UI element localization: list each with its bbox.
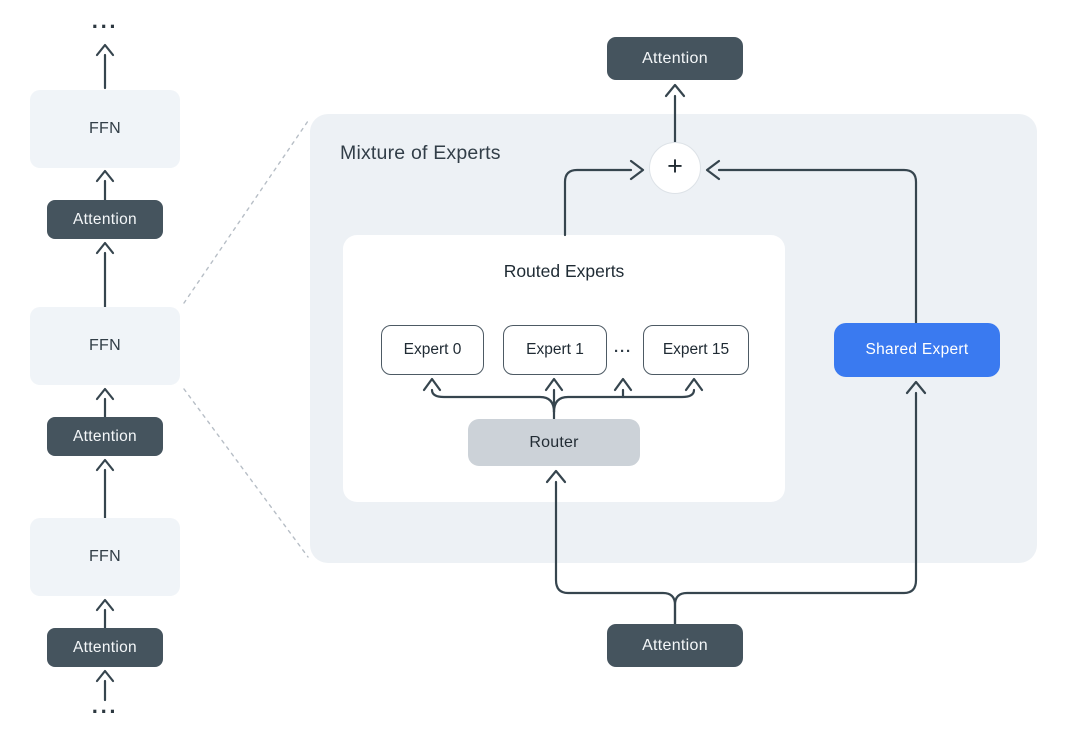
expert-label: Expert 15: [662, 341, 730, 358]
zoom-guide-dashed-lines: [183, 120, 309, 558]
attention-to-router-arrow: [545, 469, 677, 626]
sum-node: +: [649, 142, 701, 194]
routed-experts-title: Routed Experts: [503, 260, 625, 281]
attention-box: Attention: [47, 200, 163, 239]
ffn-box-expanded: FFN: [30, 307, 180, 385]
experts-ellipsis: ···: [614, 342, 632, 360]
expert-label: Expert 0: [403, 341, 462, 358]
sum-to-attention-arrow: [664, 83, 686, 144]
attention-label: Attention: [73, 638, 137, 656]
attention-box: Attention: [47, 417, 163, 456]
ffn-label: FFN: [88, 337, 121, 354]
expert-15-box: Expert 15: [643, 325, 749, 375]
attention-label: Attention: [642, 636, 708, 654]
stack-continuation-ellipsis-top: ···: [91, 14, 119, 39]
router-box: Router: [468, 419, 640, 466]
attention-label: Attention: [73, 210, 137, 228]
ffn-label: FFN: [88, 120, 121, 137]
ffn-label: FFN: [88, 548, 121, 565]
attention-label: Attention: [642, 49, 708, 67]
stack-continuation-ellipsis-bottom: ···: [91, 699, 119, 724]
attention-box: Attention: [47, 628, 163, 667]
attention-input-box: Attention: [607, 624, 743, 667]
shared-expert-label: Shared Expert: [865, 341, 969, 358]
routed-to-sum-arrow: [563, 159, 645, 237]
ffn-box: FFN: [30, 518, 180, 596]
attention-output-box: Attention: [607, 37, 743, 80]
router-to-experts-fork: [422, 377, 704, 421]
expert-1-box: Expert 1: [503, 325, 607, 375]
left-stack-arrows: [95, 43, 115, 702]
ffn-box: FFN: [30, 90, 180, 168]
shared-to-sum-arrow: [705, 159, 918, 325]
attention-to-shared-arrow: [673, 380, 927, 626]
moe-panel-title: Mixture of Experts: [340, 142, 501, 164]
plus-icon: +: [667, 151, 683, 181]
attention-label: Attention: [73, 427, 137, 445]
shared-expert-box: Shared Expert: [834, 323, 1000, 377]
expert-0-box: Expert 0: [381, 325, 484, 375]
router-label: Router: [529, 433, 579, 451]
expert-label: Expert 1: [526, 341, 584, 358]
